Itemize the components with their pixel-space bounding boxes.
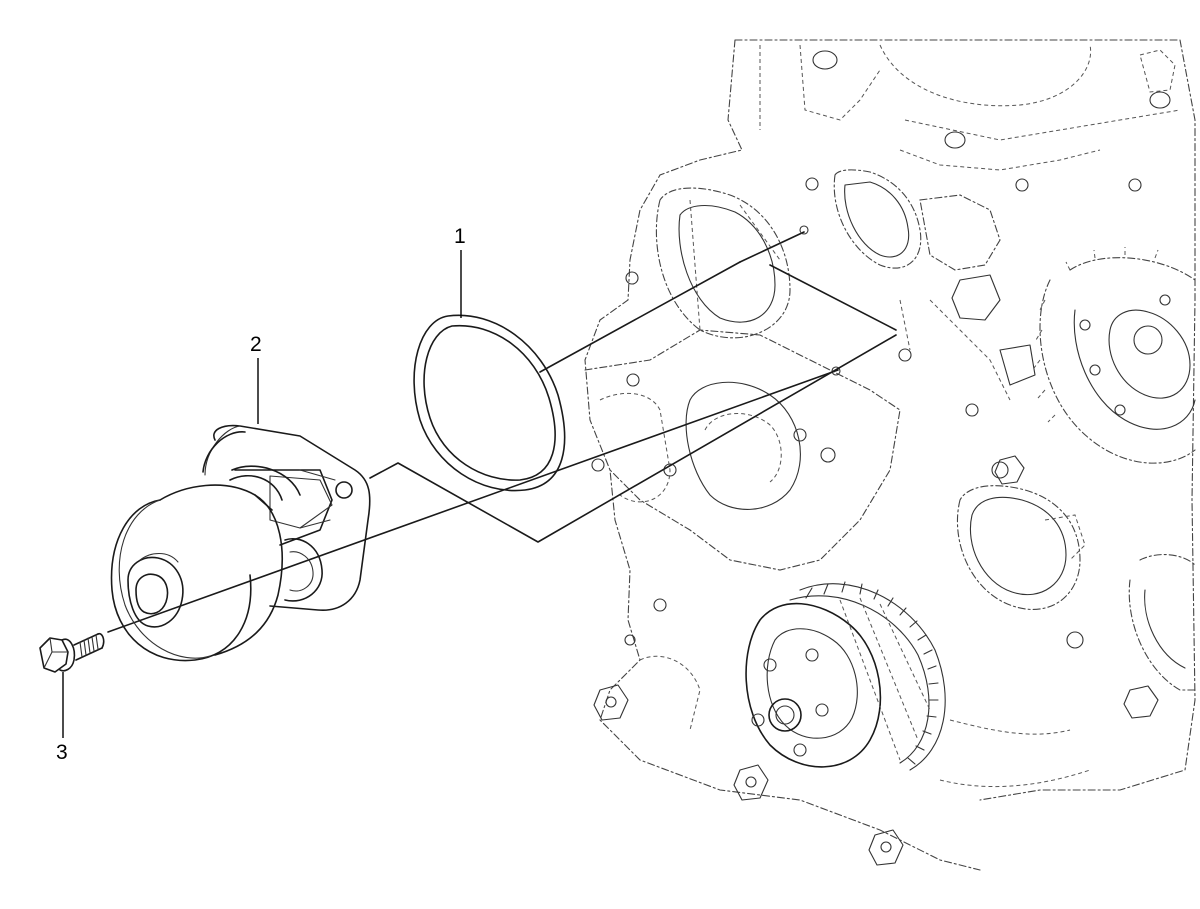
callout-2: 2 [250,333,262,356]
bolt [39,632,105,673]
callout-1: 1 [454,225,466,248]
timing-gear-upper [1033,247,1196,464]
water-pump [110,424,371,662]
o-ring-seal [413,314,566,492]
engine-block [584,39,1196,871]
assembly-axis-lines [107,225,897,633]
leader-lines [62,250,462,738]
engine-bolts [593,455,1159,866]
callout-3: 3 [56,741,68,764]
timing-gear-lower [745,581,946,771]
